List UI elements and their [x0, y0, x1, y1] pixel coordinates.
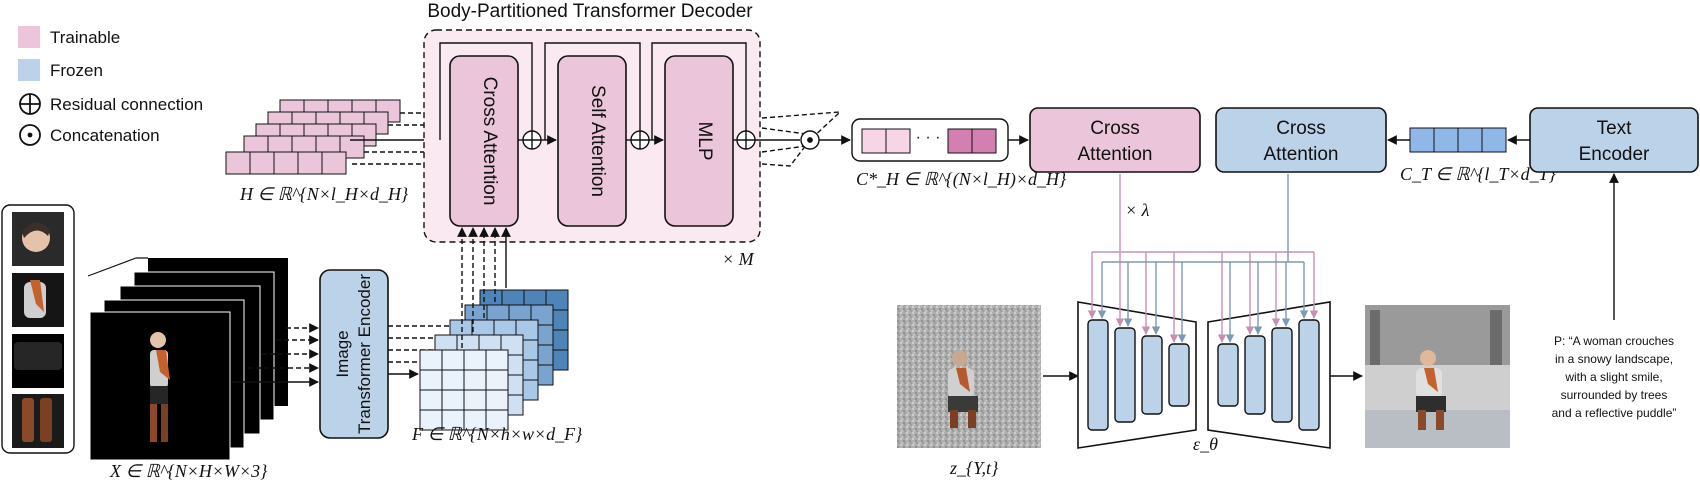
- residual-icon: [736, 130, 756, 150]
- eps-symbol: ε_θ: [1193, 434, 1218, 454]
- residual-skips: [439, 42, 747, 140]
- self-attention-block: [557, 55, 627, 227]
- legend-residual-label: Residual connection: [50, 95, 203, 114]
- decoder-output-lines: [755, 111, 842, 167]
- unet-encoder: [1077, 301, 1197, 449]
- boots-crop-image: [12, 394, 64, 448]
- x-image-stack: [87, 257, 288, 461]
- legend-frozen-swatch: [18, 59, 40, 81]
- mlp-block: [664, 55, 734, 227]
- text-encoder-block: [1529, 107, 1699, 173]
- torso-crop-image: [12, 273, 64, 327]
- residual-icon: [522, 130, 542, 150]
- cross-attention-frozen-label-2: Attention: [1264, 144, 1339, 165]
- svg-text:surrounded by trees: surrounded by trees: [1561, 388, 1668, 402]
- self-attention-label: Self Attention: [587, 85, 608, 197]
- ch-symbol: C*_H ∈ ℝ^{(N×l_H)×d_H}: [856, 169, 1067, 190]
- legend-trainable-label: Trainable: [50, 28, 120, 47]
- x-symbol: X ∈ ℝ^{N×H×W×3}: [109, 461, 268, 481]
- woman-figure-image: [150, 332, 170, 442]
- svg-text:P: “A woman crouches: P: “A woman crouches: [1554, 334, 1674, 348]
- legend-trainable-swatch: [18, 26, 40, 48]
- concatenation-icon: [19, 124, 41, 146]
- f-to-cross-attention-arrows: [457, 227, 511, 348]
- ct-token-row: [1409, 127, 1507, 153]
- cross-attention-frozen-label-1: Cross: [1276, 118, 1326, 139]
- f-symbol: F ∈ ℝ^{N×h×w×d_F}: [411, 424, 583, 444]
- frozen-injection-lines: [1097, 174, 1309, 343]
- z-symbol: z_{Y,t}: [949, 458, 999, 478]
- image-encoder-label-1: Image: [333, 330, 352, 377]
- prompt-text: P: “A woman crouches in a snowy landscap…: [1552, 334, 1677, 420]
- decoder-repeat-label: × M: [722, 249, 755, 269]
- decoder-title: Body-Partitioned Transformer Decoder: [427, 1, 753, 22]
- svg-text:and a reflective puddle”: and a reflective puddle”: [1552, 406, 1677, 420]
- concatenation-icon: [800, 130, 820, 150]
- svg-text:in a snowy landscape,: in a snowy landscape,: [1555, 352, 1673, 366]
- trainable-injection-lines: [1087, 174, 1319, 343]
- image-encoder-label-2: Transformer Encoder: [355, 274, 374, 434]
- legend-concat-label: Concatenation: [50, 126, 160, 145]
- noisy-latent-image: [897, 305, 1041, 448]
- h-token-stack: [225, 99, 401, 175]
- f-feature-stack: [419, 289, 569, 431]
- residual-icon: [630, 130, 650, 150]
- image-encoder-block: [319, 269, 389, 439]
- cross-attention-trainable-label-1: Cross: [1090, 118, 1140, 139]
- ch-dots: · · ·: [916, 129, 941, 146]
- cross-attention-frozen-block: [1215, 107, 1387, 173]
- h-symbol: H ∈ ℝ^{N×l_H×d_H}: [239, 184, 409, 204]
- residual-icon: [19, 93, 41, 115]
- cross-attention-label: Cross Attention: [479, 77, 500, 206]
- cross-attention-block: [449, 55, 519, 227]
- head-crop-image: [12, 212, 64, 266]
- ch-token-box: · · ·: [851, 118, 1009, 162]
- body-part-crops: [1, 204, 75, 454]
- cross-attention-trainable-block: [1029, 107, 1201, 173]
- cross-attention-trainable-label-2: Attention: [1078, 144, 1153, 165]
- unet-decoder: [1207, 301, 1331, 449]
- text-encoder-label-1: Text: [1597, 118, 1633, 139]
- mlp-label: MLP: [694, 121, 715, 160]
- legend-frozen-label: Frozen: [50, 61, 103, 80]
- legend: Trainable Frozen Residual connection Con…: [18, 26, 203, 146]
- legs-crop-image: [12, 334, 64, 388]
- ct-symbol: C_T ∈ ℝ^{l_T×d_T}: [1400, 164, 1557, 184]
- lambda-label: × λ: [1125, 200, 1150, 220]
- text-encoder-label-2: Encoder: [1579, 144, 1650, 165]
- generated-output-image: [1365, 305, 1510, 448]
- x-to-encoder-arrows: [232, 323, 319, 387]
- decoder-block: Body-Partitioned Transformer Decoder Cro…: [423, 1, 761, 269]
- svg-text:with a slight smile,: with a slight smile,: [1564, 370, 1662, 384]
